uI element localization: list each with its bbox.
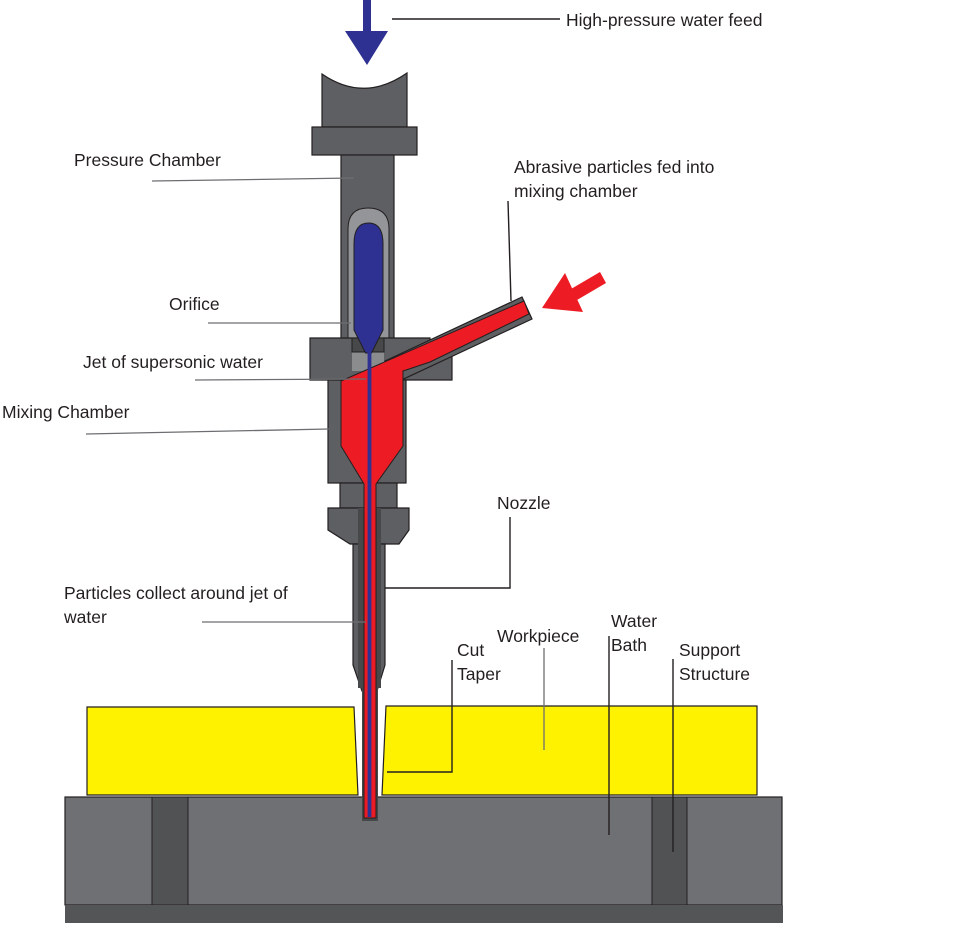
leader-cut-taper <box>387 660 453 773</box>
label-mixing-chamber: Mixing Chamber <box>2 402 130 422</box>
abrasive-feed-arrow-icon <box>542 272 606 312</box>
leader-nozzle <box>385 517 511 589</box>
top-flange <box>311 126 418 156</box>
leader-mixing-chamber <box>85 428 330 435</box>
leader-pressure-chamber <box>151 177 355 182</box>
label-support-structure: Support Structure <box>679 640 750 684</box>
abrasive-flow <box>340 300 530 819</box>
label-abrasive-particles: Abrasive particles fed into mixing chamb… <box>514 157 715 201</box>
label-workpiece: Workpiece <box>497 626 580 646</box>
support-column-right <box>651 796 688 906</box>
support-column-left <box>151 796 189 906</box>
label-cut-taper: Cut Taper <box>457 640 501 684</box>
leader-jet-of-supersonic-water <box>194 378 367 381</box>
label-orifice: Orifice <box>169 294 220 314</box>
label-pressure-chamber: Pressure Chamber <box>74 150 221 170</box>
water-feed-arrow-icon <box>345 0 388 65</box>
leader-abrasive-particles <box>507 200 512 302</box>
label-water-bath: Water Bath <box>611 611 658 655</box>
label-jet-of-supersonic-water: Jet of supersonic water <box>83 352 263 372</box>
label-high-pressure-water-feed: High-pressure water feed <box>566 10 763 30</box>
pressurized-water <box>353 222 384 354</box>
label-particles-collect: Particles collect around jet of water <box>64 583 288 627</box>
label-nozzle: Nozzle <box>497 493 551 513</box>
support-base <box>65 905 783 923</box>
inlet-coupling <box>321 71 408 128</box>
supersonic-water-jet-line <box>367 352 372 817</box>
workpiece-left-block <box>86 706 359 796</box>
workpiece-right-block <box>381 705 758 796</box>
